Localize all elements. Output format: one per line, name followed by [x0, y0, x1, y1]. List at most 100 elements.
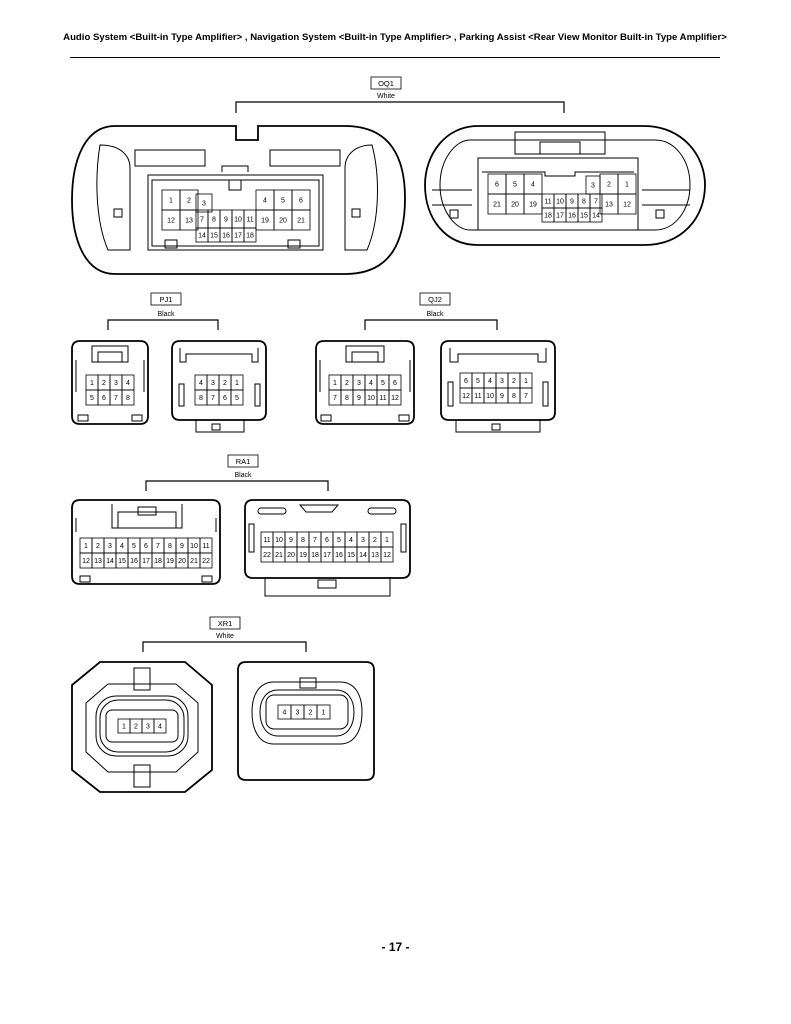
qj2-code: QJ2 [428, 295, 442, 304]
terminal-number: 1 [524, 378, 528, 385]
terminal-number: 3 [500, 378, 504, 385]
xr1-male-outline [71, 661, 213, 793]
terminal-number: 5 [381, 380, 385, 387]
terminal-number: 9 [289, 537, 293, 544]
terminal-number: 10 [234, 217, 242, 224]
terminal-number: 12 [623, 202, 631, 209]
xr1-bracket [142, 641, 307, 652]
terminal-number: 5 [90, 395, 94, 402]
terminal-number: 9 [357, 395, 361, 402]
terminal-number: 18 [246, 233, 254, 240]
terminal-number: 14 [359, 552, 367, 559]
qj2-code-box [419, 292, 451, 306]
oq1-label-group: OQ1 White [235, 76, 565, 113]
terminal-number: 1 [169, 198, 173, 205]
terminal-number: 13 [605, 202, 613, 209]
terminal-number: 7 [211, 395, 215, 402]
terminal-number: 5 [476, 378, 480, 385]
terminal-number: 18 [311, 552, 319, 559]
terminal-number: 1 [122, 724, 126, 731]
terminal-number: 6 [495, 182, 499, 189]
terminal-number: 14 [106, 558, 114, 565]
terminal-number: 19 [261, 218, 269, 225]
terminal-number: 9 [570, 199, 574, 206]
terminal-cell [195, 193, 213, 213]
terminal-number: 16 [222, 233, 230, 240]
terminal-number: 15 [210, 233, 218, 240]
terminal-number: 12 [383, 552, 391, 559]
terminal-number: 10 [275, 537, 283, 544]
terminal-number: 3 [361, 537, 365, 544]
qj2-male-outline [315, 340, 415, 425]
qj2-bracket [364, 319, 498, 330]
terminal-number: 7 [333, 395, 337, 402]
terminal-number: 14 [198, 233, 206, 240]
pj1-code-box [150, 292, 182, 306]
terminal-number: 1 [90, 380, 94, 387]
terminal-number: 1 [625, 182, 629, 189]
terminal-number: 21 [275, 552, 283, 559]
terminal-number: 10 [486, 393, 494, 400]
terminal-number: 4 [199, 380, 203, 387]
terminal-number: 11 [202, 543, 209, 550]
terminal-cell [291, 209, 311, 231]
terminal-number: 3 [108, 543, 112, 550]
terminal-number: 9 [500, 393, 504, 400]
terminal-number: 1 [235, 380, 239, 387]
oq1-code-box [370, 76, 402, 90]
terminal-number: 2 [96, 543, 100, 550]
terminal-number: 17 [556, 213, 564, 220]
terminal-number: 6 [102, 395, 106, 402]
terminal-number: 21 [190, 558, 198, 565]
terminal-number: 19 [529, 202, 537, 209]
terminal-number: 10 [190, 543, 198, 550]
terminal-number: 5 [281, 198, 285, 205]
terminal-number: 2 [345, 380, 349, 387]
terminal-number: 6 [223, 395, 227, 402]
terminal-number: 2 [373, 537, 377, 544]
terminal-number: 16 [335, 552, 343, 559]
terminal-number: 7 [114, 395, 118, 402]
terminal-number: 7 [200, 217, 204, 224]
terminal-number: 6 [325, 537, 329, 544]
xr1-code: XR1 [218, 619, 233, 628]
terminal-number: 17 [234, 233, 242, 240]
terminal-number: 4 [349, 537, 353, 544]
terminal-number: 20 [178, 558, 186, 565]
oq1-male-outline [71, 125, 406, 275]
terminal-number: 15 [347, 552, 355, 559]
terminal-number: 5 [132, 543, 136, 550]
terminal-number: 5 [337, 537, 341, 544]
terminal-number: 4 [283, 710, 287, 717]
page-number: - 17 - [381, 940, 410, 954]
terminal-number: 6 [299, 198, 303, 205]
oq1-bracket [235, 101, 565, 113]
terminal-number: 11 [379, 395, 386, 402]
ra1-male-outline [71, 499, 221, 585]
terminal-number: 3 [211, 380, 215, 387]
terminal-number: 3 [357, 380, 361, 387]
terminal-number: 1 [84, 543, 88, 550]
ra1-code: RA1 [236, 457, 251, 466]
xr1-female-outline [237, 661, 375, 781]
terminal-number: 4 [369, 380, 373, 387]
page-header-title: Audio System <Built-in Type Amplifier> ,… [63, 32, 727, 43]
xr1-code-box [209, 616, 241, 630]
terminal-number: 8 [512, 393, 516, 400]
terminal-number: 8 [199, 395, 203, 402]
oq1-female-body [477, 157, 639, 231]
terminal-number: 8 [212, 217, 216, 224]
terminal-number: 1 [333, 380, 337, 387]
terminal-number: 10 [367, 395, 375, 402]
terminal-cell [243, 227, 257, 243]
